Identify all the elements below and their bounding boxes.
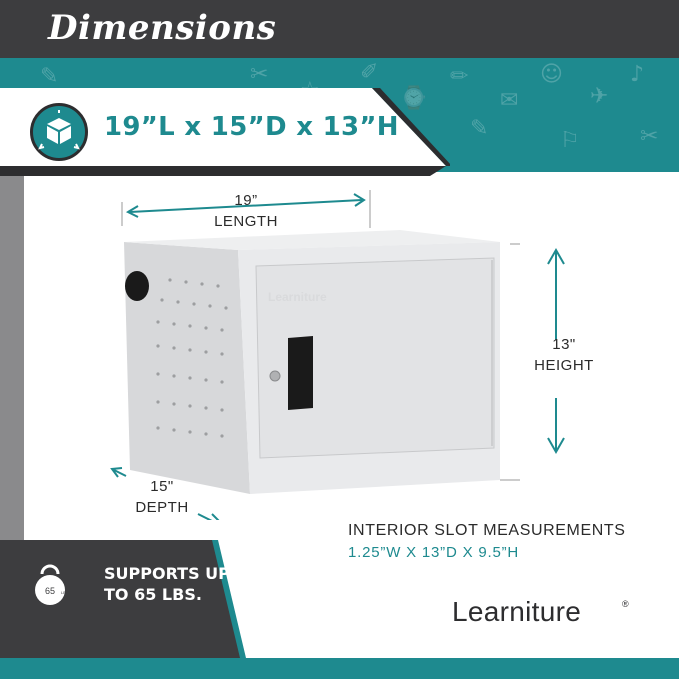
cube-icon	[30, 103, 88, 161]
page-title: Dimensions	[48, 8, 277, 48]
interior-slot-value: 1.25”W X 13”D X 9.5”H	[348, 544, 520, 561]
bottom-pattern-strip	[0, 658, 679, 679]
kettlebell-icon: 65 LB.	[28, 560, 72, 606]
height-value: 13"	[552, 336, 576, 353]
doodle-icon: ✈	[590, 84, 609, 109]
doodle-icon: ✎	[40, 64, 59, 89]
height-label: 13" HEIGHT	[514, 336, 614, 375]
weight-banner	[0, 540, 246, 658]
registered-mark: ®	[622, 599, 629, 609]
doodle-icon: ⚐	[560, 128, 580, 153]
doodle-icon: ⌚	[400, 86, 428, 111]
dimensions-banner	[0, 88, 450, 176]
depth-text: DEPTH	[135, 499, 189, 516]
kettlebell-unit: LB.	[61, 590, 67, 595]
interior-slot-title: INTERIOR SLOT MEASUREMENTS	[348, 522, 626, 539]
overall-dimensions: 19”L x 15”D x 13”H	[104, 112, 399, 142]
length-text: LENGTH	[214, 213, 278, 230]
height-text: HEIGHT	[534, 357, 594, 374]
doodle-icon: ☺	[540, 62, 563, 87]
doodle-icon: ✎	[470, 116, 489, 141]
depth-value: 15"	[150, 478, 174, 495]
doodle-icon: ✏	[450, 64, 469, 89]
weight-line-2: TO 65 LBS.	[104, 585, 202, 604]
door-logo: Learniture	[268, 290, 327, 304]
kettlebell-weight: 65	[45, 586, 55, 596]
cabinet-illustration	[110, 190, 520, 520]
depth-label: 15" DEPTH	[112, 478, 212, 517]
header-bar	[0, 0, 679, 58]
doodle-icon: ♪	[630, 62, 645, 87]
doodle-icon: ✂	[250, 62, 269, 87]
weight-line-1: SUPPORTS UP	[104, 564, 230, 583]
doodle-icon: ✂	[640, 124, 659, 149]
height-arrow	[547, 247, 565, 455]
doodle-icon: ✉	[500, 88, 519, 113]
doodle-icon: ✐	[360, 60, 379, 85]
length-value: 19”	[234, 192, 258, 209]
weight-capacity: SUPPORTS UP TO 65 LBS.	[104, 563, 230, 605]
length-label: 19” LENGTH	[196, 192, 296, 231]
brand-logo: Learniture	[452, 596, 582, 627]
